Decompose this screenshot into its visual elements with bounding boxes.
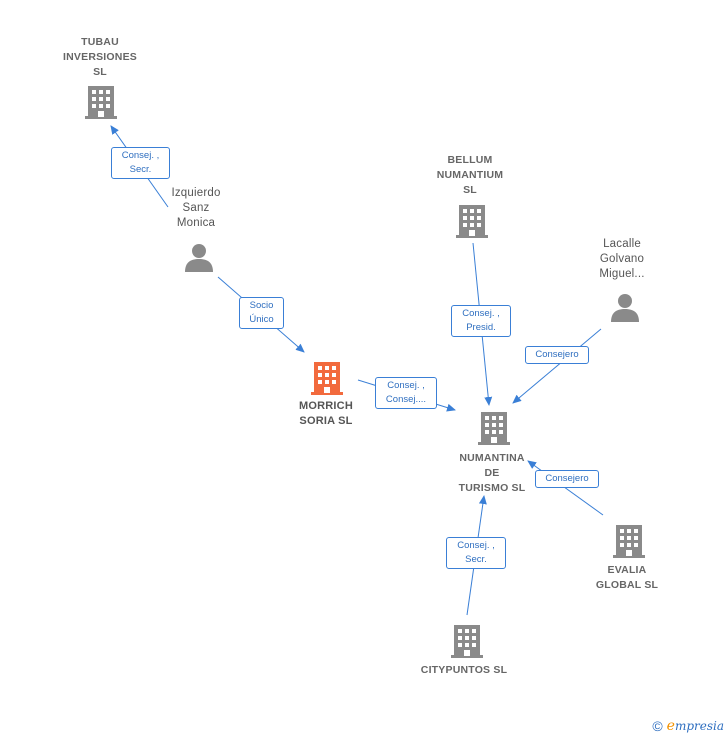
edge-label-bellum-numantina[interactable]: Consej. , Presid. bbox=[451, 305, 511, 337]
building-icon[interactable] bbox=[478, 410, 510, 446]
edge-label-lacalle-numantina[interactable]: Consejero bbox=[525, 346, 589, 364]
brand-name: mpresia bbox=[674, 719, 724, 733]
copyright-symbol: © bbox=[652, 718, 663, 734]
node-label-citypuntos: CITYPUNTOS SL bbox=[420, 664, 508, 676]
node-label-numantina: NUMANTINA DE TURISMO SL bbox=[458, 452, 526, 494]
edge-label-morrich-numantina[interactable]: Consej. , Consej.... bbox=[375, 377, 437, 409]
person-icon[interactable] bbox=[609, 291, 641, 323]
edge-label-evalia-numantina[interactable]: Consejero bbox=[535, 470, 599, 488]
edge-lacalle-to-numantina bbox=[512, 328, 602, 404]
edge-label-izquierdo-tubau[interactable]: Consej. , Secr. bbox=[111, 147, 170, 179]
building-icon[interactable] bbox=[456, 203, 488, 239]
building-icon[interactable] bbox=[85, 84, 117, 120]
node-label-evalia: EVALIA GLOBAL SL bbox=[595, 564, 659, 591]
building-icon-main[interactable] bbox=[311, 360, 343, 396]
person-icon[interactable] bbox=[183, 241, 215, 273]
edge-label-citypuntos-numantina[interactable]: Consej. , Secr. bbox=[446, 537, 506, 569]
node-label-morrich: MORRICH SORIA SL bbox=[299, 400, 353, 427]
brand-initial: e bbox=[666, 718, 675, 734]
node-label-tubau: TUBAU INVERSIONES SL bbox=[63, 36, 137, 78]
building-icon[interactable] bbox=[613, 523, 645, 559]
edge-label-izquierdo-morrich[interactable]: Socio Único bbox=[239, 297, 284, 329]
node-label-izquierdo: Izquierdo Sanz Monica bbox=[171, 187, 221, 229]
brand-logo[interactable]: empresia bbox=[667, 718, 724, 734]
node-label-bellum: BELLUM NUMANTIUM SL bbox=[436, 154, 504, 196]
footer-brand: © empresia bbox=[652, 718, 724, 734]
node-label-lacalle: Lacalle Golvano Miguel... bbox=[599, 238, 645, 280]
building-icon[interactable] bbox=[451, 623, 483, 659]
